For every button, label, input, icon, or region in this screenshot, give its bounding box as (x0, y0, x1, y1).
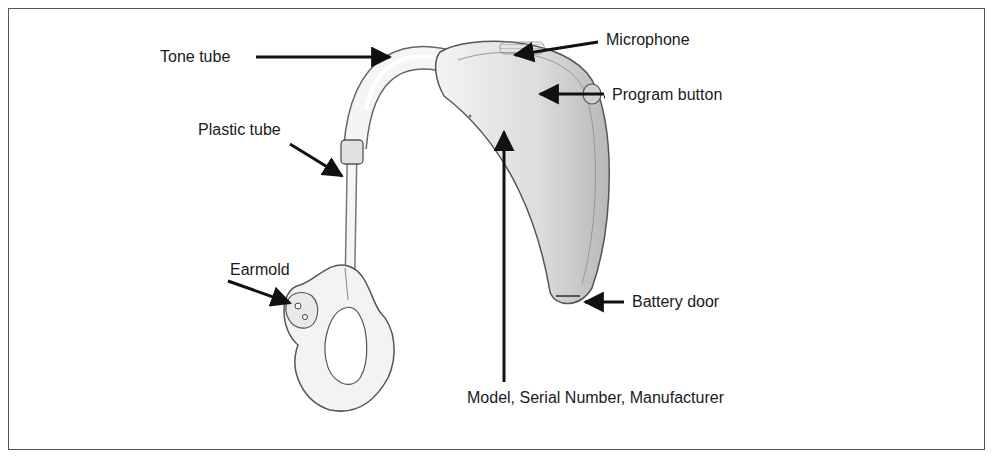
plastic-tube (350, 160, 352, 275)
frame (9, 9, 985, 450)
part-label: Microphone (606, 30, 690, 49)
earmold (284, 265, 394, 411)
leader-arrow (604, 96, 605, 99)
part-label: Model, Serial Number, Manufacturer (467, 388, 724, 407)
leader-arrow (585, 301, 624, 304)
part-label: Earmold (230, 260, 290, 279)
hearing-aid-body (436, 41, 610, 303)
leader-arrow (515, 42, 598, 55)
leader-arrow (503, 132, 506, 382)
leader-arrow (256, 56, 390, 59)
part-label: Tone tube (160, 47, 230, 66)
leader-arrow (540, 93, 604, 96)
part-label: Battery door (632, 292, 719, 311)
leader-arrows (228, 42, 624, 382)
part-label: Plastic tube (198, 120, 281, 139)
part-label: Program button (612, 85, 722, 104)
leader-arrow (228, 281, 290, 303)
battery-door (556, 295, 580, 297)
tube-connector (341, 140, 363, 164)
leader-arrow (290, 144, 342, 176)
